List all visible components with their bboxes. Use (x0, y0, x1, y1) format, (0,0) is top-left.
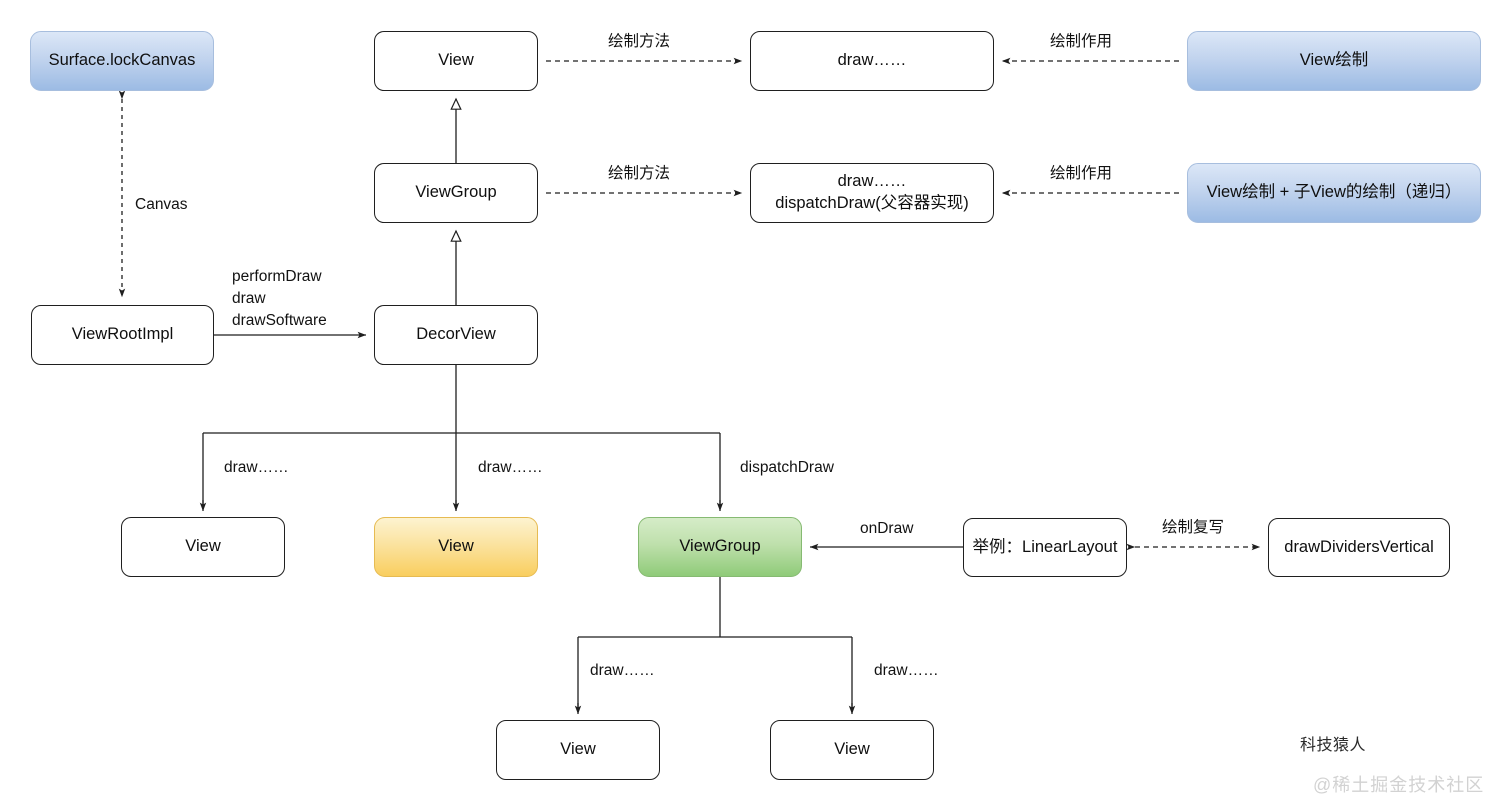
edge-label-canvas: Canvas (135, 196, 188, 213)
node-decorview[interactable]: DecorView (374, 305, 538, 365)
node-label: View (438, 51, 474, 70)
node-view-child-1[interactable]: View (121, 517, 285, 577)
node-view-top[interactable]: View (374, 31, 538, 91)
edge-label-draw-leaf-1: draw…… (590, 662, 655, 679)
node-label: View绘制 (1299, 51, 1369, 70)
node-label: ViewGroup (415, 183, 497, 202)
edge-label-perform-draw: performDraw draw drawSoftware (232, 268, 327, 329)
node-surface-lockcanvas[interactable]: Surface.lockCanvas (30, 31, 214, 91)
node-draw-dispatchdraw[interactable]: draw…… dispatchDraw(父容器实现) (750, 163, 994, 223)
edge-label-draw-method-2: 绘制方法 (608, 165, 671, 182)
node-draw-top[interactable]: draw…… (750, 31, 994, 91)
node-view-draw[interactable]: View绘制 (1187, 31, 1481, 91)
watermark-author: 科技猿人 (1300, 737, 1367, 754)
node-viewgroup-child[interactable]: ViewGroup (638, 517, 802, 577)
node-label: DecorView (416, 325, 496, 344)
edge-label-on-draw: onDraw (860, 520, 914, 537)
node-label: draw…… dispatchDraw(父容器实现) (775, 172, 969, 212)
edge-label-draw-method-1: 绘制方法 (608, 33, 671, 50)
node-label: 举例：LinearLayout (972, 537, 1118, 556)
edge-label-draw-branch-2: draw…… (478, 459, 543, 476)
node-view-leaf-2[interactable]: View (770, 720, 934, 780)
edge-viewgroup-children (577, 577, 853, 712)
node-viewgroup-top[interactable]: ViewGroup (374, 163, 538, 223)
node-drawdividersvertical[interactable]: drawDividersVertical (1268, 518, 1450, 577)
node-label: ViewRootImpl (71, 325, 174, 344)
node-label: View (834, 740, 870, 759)
node-label: Surface.lockCanvas (48, 51, 196, 70)
edge-decorview-children (202, 365, 721, 509)
node-view-leaf-1[interactable]: View (496, 720, 660, 780)
node-linearlayout[interactable]: 举例：LinearLayout (963, 518, 1127, 577)
node-view-child-2[interactable]: View (374, 517, 538, 577)
node-label: ViewGroup (679, 537, 761, 556)
node-viewrootimpl[interactable]: ViewRootImpl (31, 305, 214, 365)
node-view-draw-children[interactable]: View绘制 + 子View的绘制（递归） (1187, 163, 1481, 223)
edge-label-draw-branch-1: draw…… (224, 459, 289, 476)
node-label: View (185, 537, 221, 556)
edge-label-draw-override: 绘制复写 (1162, 519, 1225, 536)
node-label: View (438, 537, 474, 556)
edge-label-draw-effect-2: 绘制作用 (1050, 165, 1113, 182)
node-label: draw…… (837, 51, 907, 70)
node-label: drawDividersVertical (1284, 537, 1434, 556)
watermark-site: @稀土掘金技术社区 (1313, 775, 1485, 795)
node-label: View绘制 + 子View的绘制（递归） (1206, 183, 1462, 202)
edge-label-draw-effect-1: 绘制作用 (1050, 33, 1113, 50)
node-label: View (560, 740, 596, 759)
edge-label-draw-leaf-2: draw…… (874, 662, 939, 679)
edge-label-dispatch-draw: dispatchDraw (740, 459, 834, 476)
